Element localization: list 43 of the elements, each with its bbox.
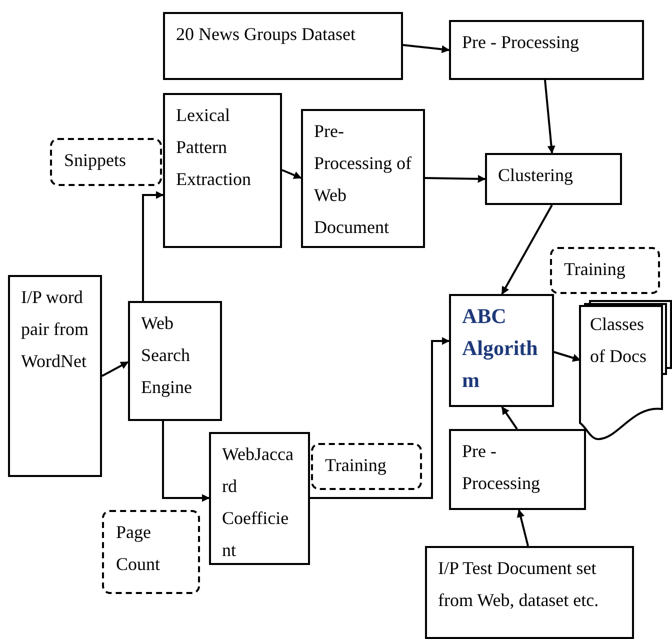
process-box	[163, 93, 282, 248]
step-label: Snippets	[64, 149, 128, 172]
step-label: Lexical Pattern Extraction	[176, 104, 252, 191]
arrow	[102, 361, 129, 377]
data-box	[102, 510, 200, 594]
arrow	[501, 406, 518, 430]
data-box	[311, 443, 422, 490]
step-label: Web Search Engine	[141, 312, 193, 399]
data-box	[550, 247, 660, 294]
process-box	[485, 153, 622, 205]
step-label: I/P word pair from WordNet	[21, 286, 89, 373]
process-box	[449, 294, 554, 407]
arrow	[162, 421, 210, 502]
step-label: Pre - Processing	[462, 440, 541, 495]
step-label: Page Count	[116, 521, 162, 576]
arrow	[424, 174, 486, 183]
process-box	[425, 546, 634, 639]
process-box	[128, 301, 222, 421]
process-box	[301, 109, 425, 248]
process-box	[449, 429, 586, 510]
step-label: 20 News Groups Dataset	[176, 23, 356, 46]
arrow	[310, 337, 450, 499]
process-box	[449, 20, 644, 80]
process-box	[209, 432, 310, 565]
step-label: Training	[564, 258, 626, 281]
step-label: Pre-Processing of Web Document	[314, 120, 412, 239]
arrow	[501, 204, 553, 295]
step-label: Clustering	[498, 164, 574, 187]
process-box	[163, 12, 403, 80]
arrow	[554, 351, 581, 362]
data-box	[50, 138, 162, 186]
arrow	[282, 169, 302, 179]
step-label: Training	[325, 454, 388, 477]
arrow	[142, 191, 164, 301]
arrow	[402, 44, 450, 54]
step-label: Classes of Docs	[590, 313, 648, 368]
step-label: Pre - Processing	[462, 31, 580, 54]
arrow	[544, 80, 556, 154]
step-label: ABC Algorithm	[462, 303, 539, 394]
step-label: I/P Test Document set from Web, dataset etc.	[438, 557, 600, 612]
process-box	[8, 275, 102, 477]
step-label: WebJaccard Coefficient	[222, 443, 294, 562]
arrow	[516, 509, 529, 546]
